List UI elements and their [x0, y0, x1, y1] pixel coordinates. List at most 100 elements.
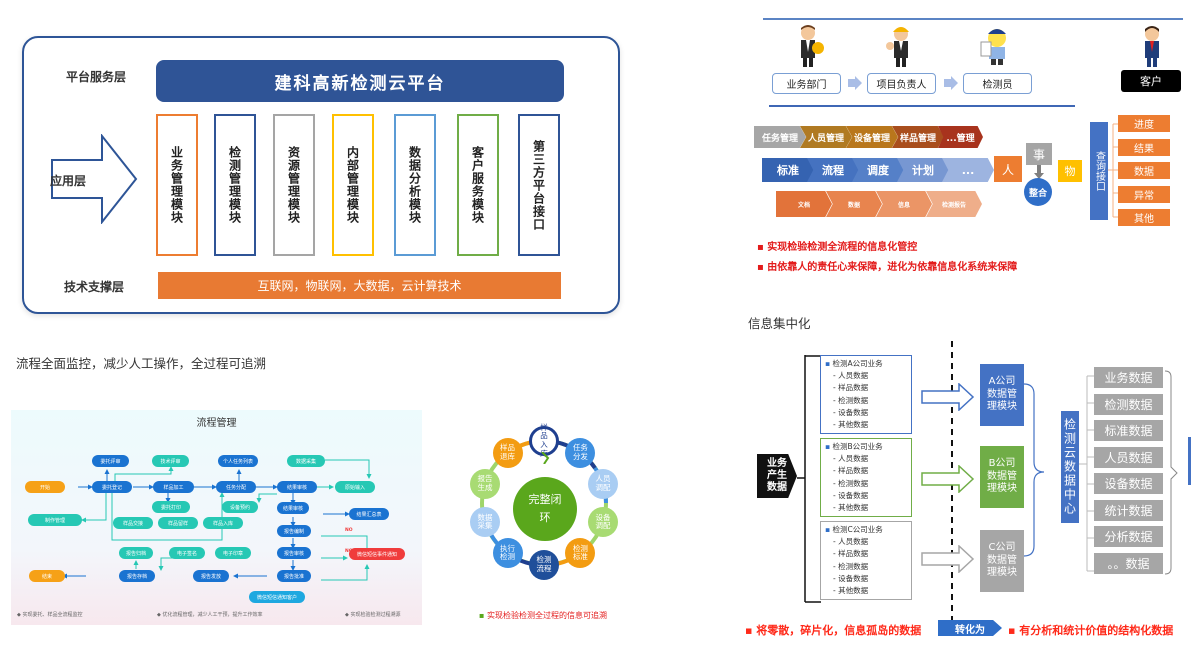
to-text-value: 有分析和统计价值的结构化数据	[1019, 624, 1174, 637]
flow-node: 技术评审	[152, 455, 189, 467]
company-list: ▪ 检测B公司业务- 人员数据- 样品数据- 检测数据- 设备数据- 其他数据	[820, 438, 912, 518]
cycle-note: ▪ 实现检验检测全过程的信息可追溯	[479, 611, 607, 620]
cycle-step: 任务分发	[565, 437, 596, 468]
to-text: ▪ 有分析和统计价值的结构化数据	[1008, 624, 1174, 637]
company-data-item: - 人员数据	[833, 537, 869, 547]
flow-node: 委托登记	[92, 481, 132, 493]
flow-footer-text-2: 优化流程管理，减少人工干预，提升工作效率	[162, 612, 263, 618]
company-module: C公司数据管理模块	[980, 530, 1024, 592]
company-title: 检测C公司业务	[832, 525, 883, 534]
company-module: B公司数据管理模块	[980, 446, 1024, 508]
wu-badge: 物	[1058, 160, 1082, 182]
flow-node: 结果审核	[277, 481, 317, 493]
flow-footer-text-1: 实现委托、样品全流程监控	[22, 612, 83, 618]
module-bracket	[1024, 383, 1045, 557]
flow-footer-text-3: 实现检验检测过程溯源	[350, 612, 401, 618]
flow-node: 委托打印	[152, 501, 190, 513]
ren-badge: 人	[994, 156, 1022, 182]
company-data-item: - 检测数据	[833, 395, 869, 405]
category-bracket-right	[1165, 370, 1178, 575]
chevron-row2-item: 流程	[807, 158, 859, 182]
flow-caption: 流程全面监控，减少人工操作，全过程可追溯	[16, 356, 267, 371]
flow-node: 报告审核	[277, 547, 311, 559]
flow-node: 电子签名	[169, 547, 205, 559]
data-center-label: 检测云数据中心	[1061, 411, 1079, 523]
flow-node: 报告批准	[277, 570, 311, 582]
chevron-row1-item: 任务管理	[754, 126, 806, 148]
flow-footer-2: ◆ 优化流程管理，减少人工干预，提升工作效率	[157, 612, 263, 618]
company-data-item: - 检测数据	[833, 478, 869, 488]
data-item-text: 其他数据	[838, 503, 869, 513]
data-item-text: 设备数据	[838, 407, 869, 417]
layer-label-platform: 平台服务层	[66, 70, 127, 84]
data-item-text: 检测数据	[838, 395, 869, 405]
flow-node: 原始输入	[335, 481, 375, 493]
cycle-step: 执行检测	[492, 538, 523, 569]
category-bracket	[1079, 375, 1094, 572]
block-arrow-icon	[921, 383, 975, 411]
flow-node: 结果审核	[277, 502, 309, 514]
chevron-row1-item: 人员管理	[800, 126, 852, 148]
chevron-row3-item: 信息	[876, 191, 932, 217]
query-interface: 查询接口	[1090, 122, 1108, 220]
source-bracket	[797, 355, 821, 603]
data-item-text: 其他数据	[838, 420, 869, 430]
chevron-row2-item: 调度	[852, 158, 904, 182]
flow-no-label-1: NO	[345, 528, 353, 533]
bullet-2: ▪ 由依靠人的责任心来保障，进化为依靠信息化系统来保障	[757, 262, 1018, 273]
company-data-item: - 设备数据	[833, 407, 869, 417]
flow-node: 数据采集	[287, 455, 325, 467]
right-arrow-icon	[51, 134, 138, 224]
from-text: ▪ 将零散，碎片化，信息孤岛的数据	[745, 624, 922, 637]
source-data-badge: 业务产生数据	[757, 454, 797, 498]
flow-node: 样品入库	[203, 517, 243, 529]
flow-node: 委托评审	[92, 455, 129, 467]
data-item-text: 其他数据	[838, 586, 869, 596]
data-item-text: 检测数据	[838, 478, 869, 488]
transform-arrow: 转化为	[938, 620, 1002, 636]
company-list: ▪ 检测A公司业务- 人员数据- 样品数据- 检测数据- 设备数据- 其他数据	[820, 355, 912, 435]
centralization-title: 信息集中化	[748, 316, 811, 331]
flow-diagram: 流程管理 开始委托评审技术评审个人任务列表数据采集委托登记样品加工任务分配结果审…	[11, 410, 422, 625]
chevron-row3-item: 文档	[776, 191, 832, 217]
flow-node: 报告存档	[119, 570, 155, 582]
flow-node: 设备预约	[222, 501, 258, 513]
company-data-item: - 其他数据	[833, 420, 869, 430]
flow-node: 样品加工	[153, 481, 194, 493]
data-item-text: 人员数据	[838, 537, 869, 547]
flow-node: 开始	[25, 481, 65, 493]
module-box: 数据分析模块	[394, 114, 436, 256]
flow-title: 流程管理	[196, 418, 237, 429]
customer-label: 客户	[1121, 70, 1181, 92]
company-title: 检测B公司业务	[832, 442, 883, 451]
chevron-row2-item: 标准	[762, 158, 814, 182]
company-data-item: - 其他数据	[833, 503, 869, 513]
layer-label-tech: 技术支撑层	[64, 280, 125, 294]
company-data-item: - 样品数据	[833, 466, 869, 476]
data-category: 分析数据	[1094, 526, 1163, 547]
data-category: 人员数据	[1094, 446, 1163, 468]
from-text-value: 将零散，碎片化，信息孤岛的数据	[756, 624, 922, 637]
data-category: 统计数据	[1094, 499, 1163, 521]
cycle-step: 样品退库	[492, 437, 523, 468]
divider-top	[763, 18, 1183, 20]
data-item-text: 样品数据	[838, 549, 869, 559]
flow-node: 任务分配	[216, 481, 256, 493]
bullet-text-1: 实现检验检测全流程的信息化管控	[767, 242, 918, 253]
data-item-text: 样品数据	[838, 466, 869, 476]
flow-node: 报告归档	[119, 547, 153, 559]
company-data-item: - 样品数据	[833, 549, 869, 559]
data-category: 标准数据	[1094, 420, 1163, 441]
flow-footer-1: ◆ 实现委托、样品全流程监控	[17, 612, 83, 618]
company-data-item: - 其他数据	[833, 586, 869, 596]
flow-node: 制作管理	[28, 514, 82, 526]
module-box: 检测管理模块	[214, 114, 256, 256]
chevron-row3-item: 检测报告	[926, 191, 982, 217]
company-list: ▪ 检测C公司业务- 人员数据- 样品数据- 检测数据- 设备数据- 其他数据	[820, 521, 912, 601]
cycle-step: 检测标准	[565, 538, 596, 569]
data-item-text: 设备数据	[838, 490, 869, 500]
query-bracket	[1108, 123, 1120, 218]
cycle-note-text: 实现检验检测全过程的信息可追溯	[486, 611, 607, 620]
module-box: 第三方平台接口	[518, 114, 560, 256]
divider-roles	[769, 105, 1075, 107]
